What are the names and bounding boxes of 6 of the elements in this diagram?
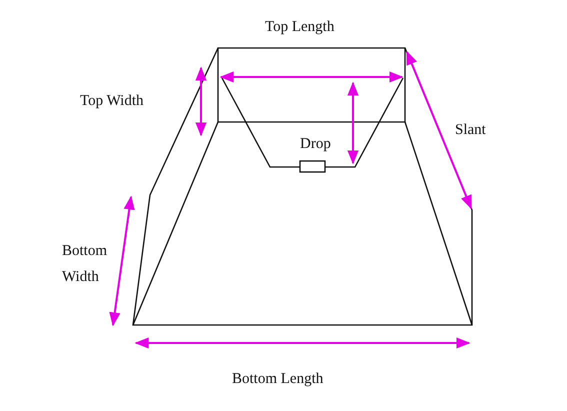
dimension-label: Drop [300, 135, 331, 153]
dimension-label: Slant [455, 121, 486, 139]
dimension-label: Top Length [265, 18, 334, 36]
dimension-label: Top Width [80, 92, 144, 110]
dimension-label: Bottom Width [62, 242, 108, 287]
dimension-label: Bottom Length [232, 370, 324, 388]
